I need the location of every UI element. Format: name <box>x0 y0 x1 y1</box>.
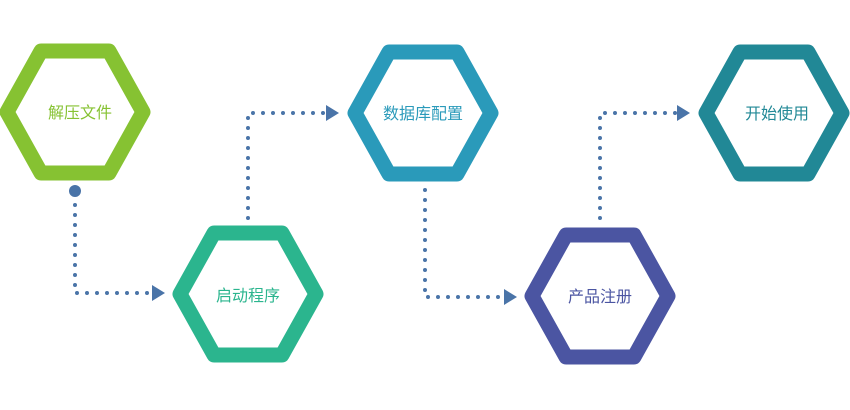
step-5-hexagon <box>698 44 850 182</box>
connector-1 <box>73 203 154 295</box>
step-3-hexagon <box>347 44 499 182</box>
step-4-hexagon <box>524 227 676 365</box>
arrow-head-icon <box>677 105 690 121</box>
step-2-label: 启动程序 <box>215 286 280 305</box>
step-1-label: 解压文件 <box>47 103 112 122</box>
arrow-head-icon <box>504 289 517 305</box>
step-2-hexagon <box>172 225 324 363</box>
step-5-label: 开始使用 <box>744 104 809 123</box>
connector-4 <box>598 111 679 220</box>
step-4-label: 产品注册 <box>567 287 632 306</box>
arrow-head-icon <box>152 285 165 301</box>
connector-3 <box>423 188 506 299</box>
connector-2 <box>246 111 328 220</box>
start-dot <box>69 185 81 197</box>
arrow-head-icon <box>326 105 339 121</box>
step-3-label: 数据库配置 <box>382 104 463 123</box>
step-1-hexagon <box>0 43 151 181</box>
